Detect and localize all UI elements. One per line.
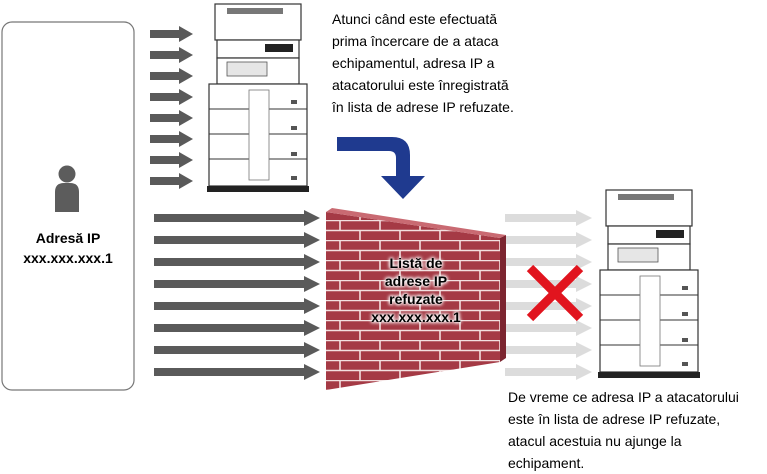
bottom-note-line: De vreme ce adresa IP a atacatorului [508, 389, 739, 405]
arrow-icon [154, 232, 320, 248]
arrow-icon [150, 110, 193, 126]
wall-label-line: Listă de [389, 255, 443, 271]
top-note: Atunci când este efectuată prima încerca… [332, 8, 572, 118]
printer-icon-upper [207, 3, 309, 192]
person-icon [55, 165, 79, 212]
top-note-line: prima încercare de a ataca [332, 33, 499, 49]
arrow-icon [154, 210, 320, 226]
arrow-icon [150, 173, 193, 189]
arrow-icon [154, 364, 320, 380]
arrow-icon [505, 232, 592, 248]
blocked-x-icon [526, 264, 584, 322]
arrow-icon [150, 47, 193, 63]
top-note-line: atacatorului este înregistrată [332, 77, 509, 93]
arrow-icon [154, 298, 320, 314]
arrow-icon [150, 89, 193, 105]
attacker-ip: xxx.xxx.xxx.1 [23, 250, 113, 266]
wall-label-line: xxx.xxx.xxx.1 [371, 309, 461, 325]
top-note-line: echipamentul, adresa IP a [332, 55, 495, 71]
arrow-icon [505, 320, 592, 336]
top-note-line: Atunci când este efectuată [332, 11, 497, 27]
printer-icon-lower [598, 189, 700, 378]
bottom-note-line: echipament. [508, 455, 585, 471]
top-note-line: în lista de adrese IP refuzate. [332, 99, 514, 115]
bottom-note: De vreme ce adresa IP a atacatorului est… [508, 386, 767, 474]
attacker-title: Adresă IP [35, 230, 101, 246]
attack-arrows-lower [154, 210, 320, 380]
arrow-icon [154, 320, 320, 336]
wall-label-line: adrese IP [384, 273, 448, 289]
attack-arrows-upper [150, 26, 193, 189]
arrow-icon [505, 364, 592, 380]
arrow-icon [150, 68, 193, 84]
bottom-note-line: este în lista de adrese IP refuzate, [508, 411, 721, 427]
brick-wall [326, 208, 506, 390]
arrow-icon [505, 342, 592, 358]
bottom-note-line: atacul acestuia nu ajunge la [508, 433, 682, 449]
arrow-icon [505, 210, 592, 226]
arrow-icon [154, 342, 320, 358]
wall-label: Listă de adrese IP refuzate xxx.xxx.xxx.… [336, 254, 496, 326]
arrow-icon [150, 26, 193, 42]
wall-label-line: refuzate [389, 291, 443, 307]
arrow-icon [150, 152, 193, 168]
arrow-icon [505, 254, 592, 270]
arrow-icon [154, 276, 320, 292]
arrow-icon [150, 131, 193, 147]
arrow-icon [154, 254, 320, 270]
attacker-label: Adresă IP xxx.xxx.xxx.1 [0, 228, 136, 268]
curved-arrow-icon [337, 137, 425, 199]
